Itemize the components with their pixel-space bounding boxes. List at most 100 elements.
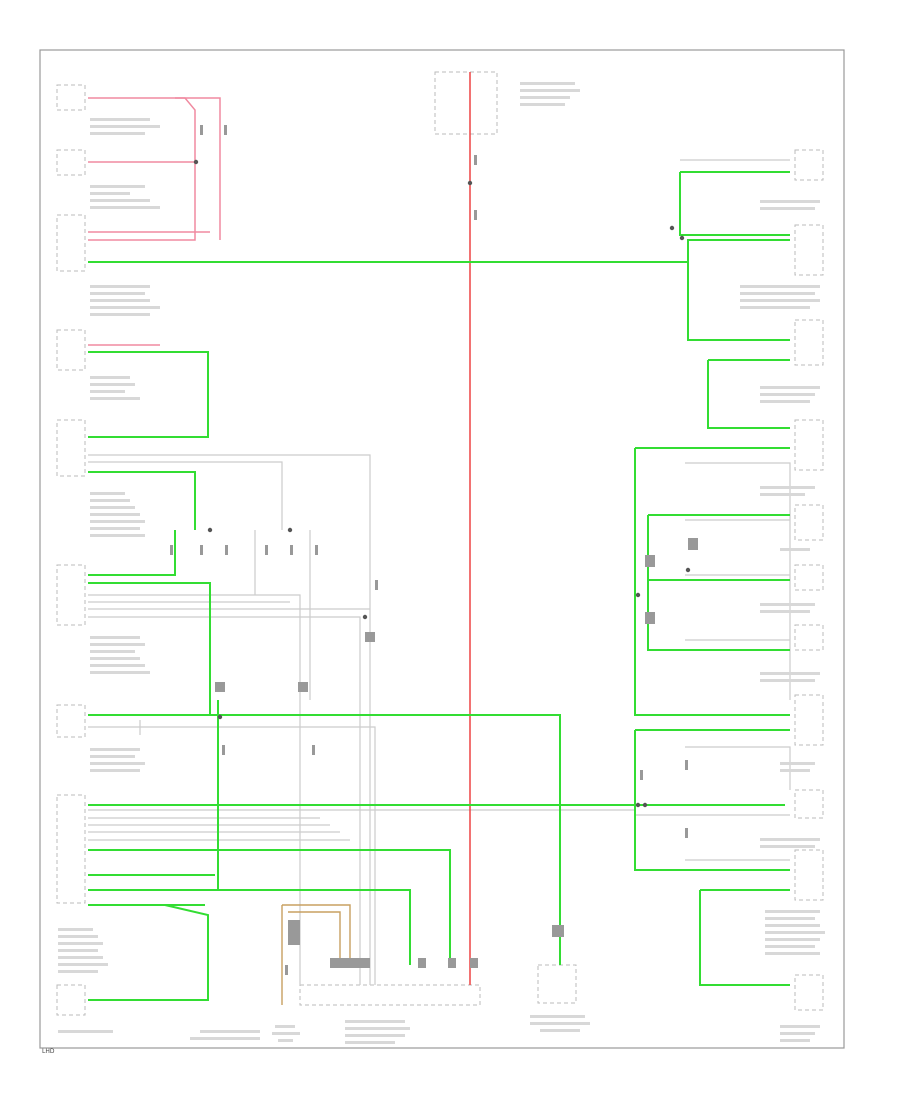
diagram-mark xyxy=(760,603,815,606)
diagram-mark xyxy=(552,925,564,937)
diagram-mark xyxy=(520,82,575,85)
diagram-mark xyxy=(362,614,368,620)
diagram-mark xyxy=(90,513,140,516)
footer-code: LHD xyxy=(42,1048,55,1055)
module-box xyxy=(56,984,86,1016)
diagram-mark xyxy=(474,155,477,165)
diagram-mark xyxy=(58,956,103,959)
diagram-mark xyxy=(288,920,300,945)
diagram-mark xyxy=(345,1027,410,1030)
diagram-mark xyxy=(765,931,825,934)
green-wire xyxy=(679,172,790,236)
diagram-mark xyxy=(90,206,160,209)
diagram-mark xyxy=(58,942,103,945)
diagram-mark xyxy=(90,306,160,309)
power-wires xyxy=(88,72,471,985)
right-module-boxes xyxy=(794,149,824,1011)
diagram-mark xyxy=(90,376,130,379)
diagram-mark xyxy=(765,917,815,920)
module-box xyxy=(56,329,86,371)
diagram-mark xyxy=(740,299,820,302)
diagram-mark xyxy=(225,545,228,555)
diagram-mark xyxy=(58,1030,113,1033)
diagram-mark xyxy=(780,1039,810,1042)
green-wires xyxy=(88,171,790,1001)
diagram-mark xyxy=(685,760,688,770)
diagram-mark xyxy=(375,580,378,590)
green-wire xyxy=(88,582,211,715)
diagram-mark xyxy=(474,210,477,220)
module-box xyxy=(794,974,824,1011)
green-wire xyxy=(88,889,411,965)
diagram-mark xyxy=(58,935,98,938)
module-box xyxy=(794,694,824,746)
diagram-mark xyxy=(530,1015,585,1018)
diagram-mark xyxy=(90,299,150,302)
diagram-mark xyxy=(58,963,108,966)
diagram-mark xyxy=(90,664,145,667)
diagram-mark xyxy=(760,393,815,396)
diagram-mark xyxy=(287,527,293,533)
green-wire xyxy=(88,239,790,263)
diagram-mark xyxy=(200,545,203,555)
diagram-mark xyxy=(540,1029,580,1032)
diagram-mark xyxy=(679,235,685,241)
diagram-mark xyxy=(285,965,288,975)
junction-dots xyxy=(193,159,691,808)
diagram-mark xyxy=(365,632,375,642)
module-box xyxy=(56,149,86,176)
diagram-mark xyxy=(312,745,315,755)
diagram-mark xyxy=(170,545,173,555)
module-box xyxy=(794,224,824,276)
diagram-mark xyxy=(765,924,820,927)
diagram-mark xyxy=(90,755,135,758)
pink-wire xyxy=(175,97,221,240)
green-wire xyxy=(707,360,790,429)
diagram-mark xyxy=(685,828,688,838)
diagram-mark xyxy=(760,610,810,613)
diagram-mark xyxy=(645,555,655,567)
diagram-mark xyxy=(760,845,815,848)
green-wire xyxy=(88,351,209,438)
green-wire xyxy=(88,849,451,965)
diagram-mark xyxy=(90,192,130,195)
diagram-mark xyxy=(760,486,815,489)
diagram-mark xyxy=(224,125,227,135)
diagram-mark xyxy=(520,89,580,92)
wire xyxy=(88,594,301,985)
module-box xyxy=(56,564,86,626)
diagram-mark xyxy=(222,745,225,755)
diagram-mark xyxy=(298,682,308,692)
diagram-mark xyxy=(207,527,213,533)
diagram-mark xyxy=(345,1034,405,1037)
wire xyxy=(88,616,361,985)
diagram-mark xyxy=(265,545,268,555)
diagram-mark xyxy=(215,682,225,692)
module-box xyxy=(56,214,86,272)
diagram-mark xyxy=(90,397,140,400)
diagram-mark xyxy=(470,958,478,968)
module-box xyxy=(794,564,824,591)
diagram-mark xyxy=(520,96,570,99)
ground-module-box xyxy=(537,964,577,1004)
diagram-mark xyxy=(90,199,150,202)
diagram-mark xyxy=(290,545,293,555)
module-box xyxy=(794,149,824,181)
diagram-mark xyxy=(90,118,150,121)
diagram-mark xyxy=(688,538,698,550)
diagram-mark xyxy=(200,125,203,135)
tan-wires xyxy=(281,904,351,1005)
diagram-mark xyxy=(520,103,565,106)
module-box xyxy=(794,624,824,651)
diagram-mark xyxy=(780,769,810,772)
diagram-mark xyxy=(760,200,820,203)
diagram-mark xyxy=(642,802,648,808)
diagram-mark xyxy=(448,958,456,968)
wire xyxy=(685,462,791,700)
wire xyxy=(88,454,371,985)
diagram-frame xyxy=(39,49,845,1049)
diagram-mark xyxy=(760,672,820,675)
diagram-mark xyxy=(90,383,135,386)
